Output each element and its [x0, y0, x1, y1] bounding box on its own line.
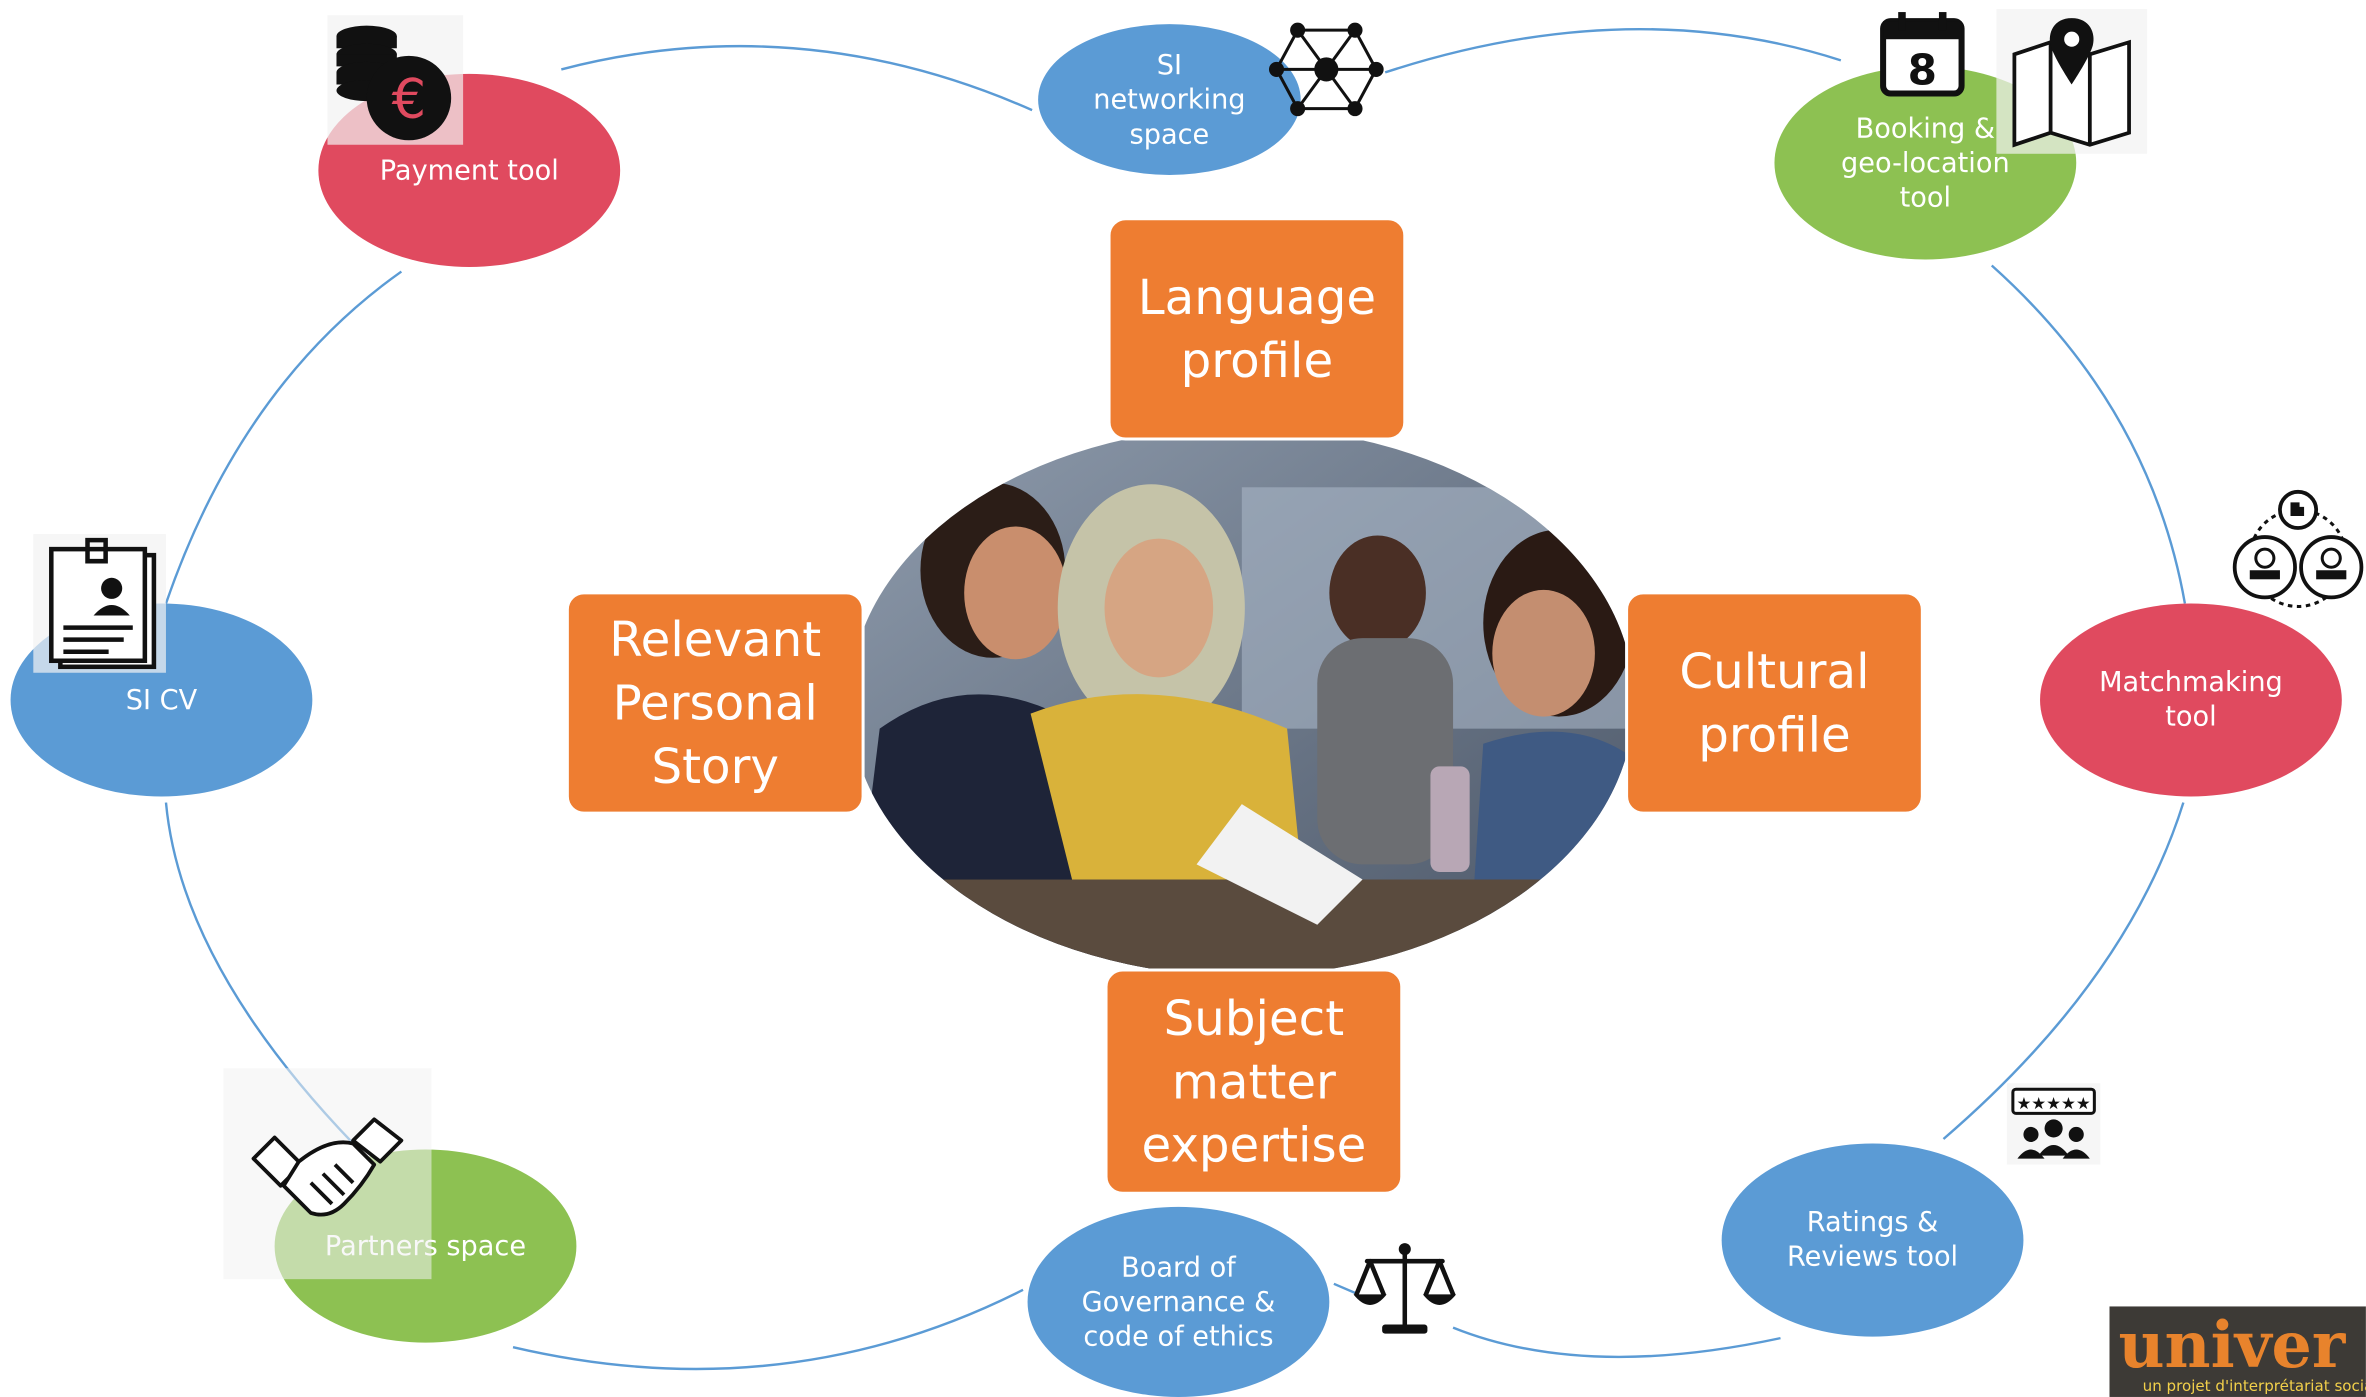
connector-ratings-governance	[1452, 1326, 1781, 1359]
matchmaking-icon	[2232, 489, 2364, 608]
ratings-reviews-label: Ratings & Reviews tool	[1786, 1206, 1959, 1274]
relevant-personal-story-box: Relevant Personal Story	[565, 591, 865, 815]
people-photo-illustration	[849, 426, 1635, 977]
si-cv-label: SI CV	[125, 684, 198, 716]
connector-networking-booking	[1384, 27, 1842, 74]
center-photo	[849, 426, 1635, 977]
subject-matter-expertise-box: Subject matter expertise	[1104, 968, 1404, 1195]
euro-coins-icon: €	[327, 15, 464, 145]
scales-icon	[1353, 1243, 1457, 1334]
calendar-day: 8	[1908, 45, 1937, 94]
svg-text:€: €	[392, 68, 427, 131]
connector-matchmaking-ratings	[1942, 802, 2185, 1140]
networking-space-label: SI networking space	[1093, 49, 1246, 151]
ratings-icon: ★★★★★	[2006, 1083, 2101, 1165]
connector-booking-matchmaking	[1990, 264, 2187, 604]
map-pin-icon	[1996, 9, 2148, 154]
cv-clipboard-icon	[33, 534, 166, 673]
connector-payment-networking	[561, 44, 1033, 112]
payment-tool-node: Payment tool	[318, 73, 621, 268]
payment-tool-label: Payment tool	[379, 154, 559, 187]
board-governance-label: Board of Governance & code of ethics	[1081, 1251, 1276, 1353]
univer-logo: univer un projet d'interprétariat social	[2109, 1300, 2366, 1397]
connector-governance-scales	[1333, 1282, 1356, 1294]
ratings-reviews-node: Ratings & Reviews tool	[1721, 1143, 2024, 1337]
booking-geolocation-label: Booking & geo-location tool	[1841, 112, 2010, 214]
handshake-icon	[223, 1068, 432, 1280]
cultural-profile-box: Cultural profile	[1625, 591, 1924, 815]
network-icon	[1268, 22, 1384, 117]
networking-space-node: SI networking space	[1038, 24, 1301, 175]
connector-governance-partners	[512, 1288, 1024, 1371]
calendar-icon: 8	[1880, 12, 1965, 97]
language-profile-box: Language profile	[1107, 217, 1407, 441]
connector-cv-payment	[164, 270, 403, 604]
svg-text:★★★★★: ★★★★★	[2016, 1094, 2090, 1113]
svg-text:univer: univer	[2118, 1308, 2346, 1382]
matchmaking-tool-node: Matchmaking tool	[2040, 603, 2342, 797]
board-governance-node: Board of Governance & code of ethics	[1027, 1206, 1330, 1397]
svg-text:un projet d'interprétariat soc: un projet d'interprétariat social	[2143, 1377, 2366, 1395]
matchmaking-tool-label: Matchmaking tool	[2099, 666, 2283, 734]
